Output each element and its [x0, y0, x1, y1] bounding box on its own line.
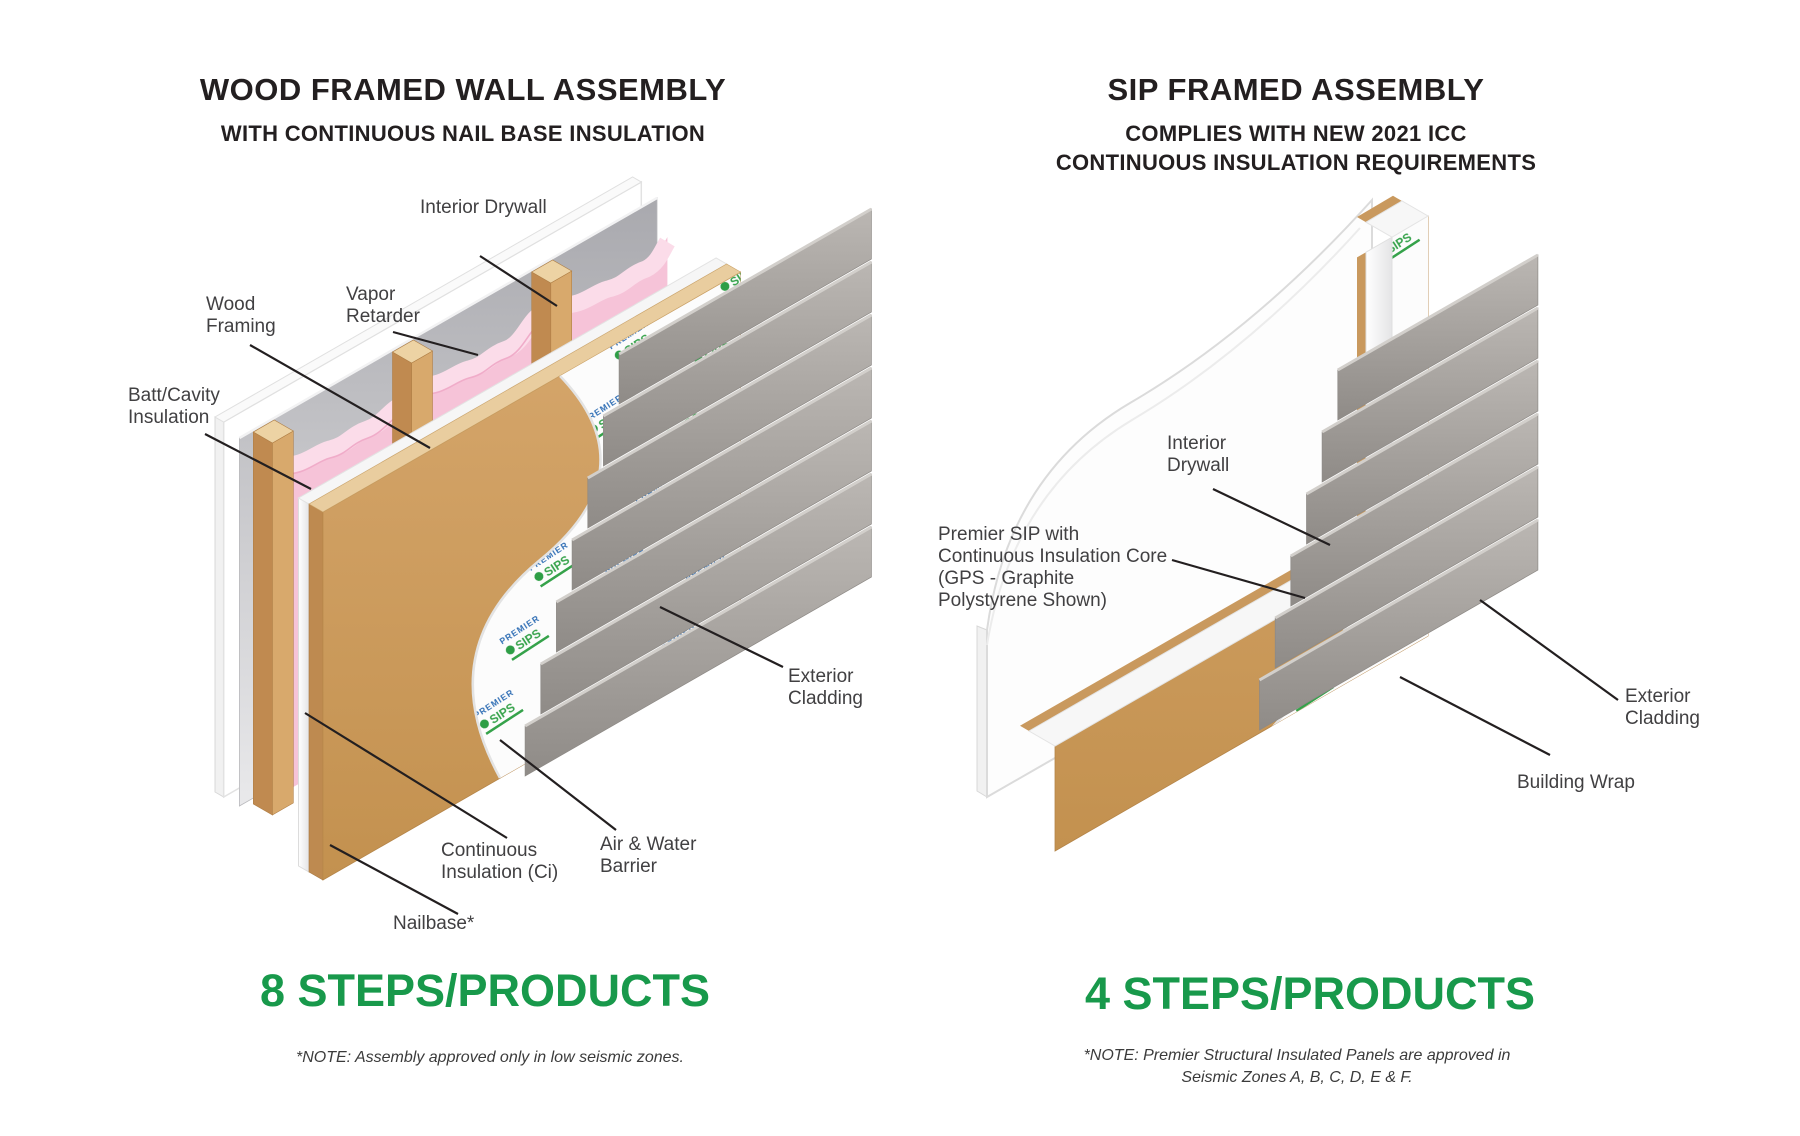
leader-interior-drywall: [479, 255, 558, 307]
label-interior-drywall-right: Interior Drywall: [1167, 433, 1230, 477]
leader-air-water-barrier: [499, 739, 617, 831]
label-building-wrap: Building Wrap: [1517, 772, 1635, 793]
left-subtitle: WITH CONTINUOUS NAIL BASE INSULATION: [220, 121, 706, 146]
leader-exterior-cladding: [1479, 599, 1619, 701]
label-continuous-insulation: Continuous Insulation (Ci): [441, 840, 559, 884]
label-exterior-cladding-right: Exterior Cladding: [1625, 686, 1700, 730]
leader-batt-cavity: [204, 433, 312, 490]
leader-lines-right: [1171, 488, 1619, 756]
leader-premier-sip: [1171, 558, 1306, 600]
leader-continuous-insulation: [304, 712, 508, 839]
layer-exterior-cladding: [1258, 253, 1539, 731]
right-title: SIP FRAMED ASSEMBLY: [1107, 72, 1485, 107]
leader-wood-framing: [249, 344, 431, 449]
left-title: WOOD FRAMED WALL ASSEMBLY: [199, 72, 727, 107]
leader-interior-drywall: [1212, 488, 1331, 546]
right-note: *NOTE: Premier Structural Insulated Pane…: [1083, 1047, 1511, 1086]
right-subtitle: COMPLIES WITH NEW 2021 ICC CONTINUOUS IN…: [1055, 121, 1537, 175]
diagram-wood-framed: [204, 176, 873, 915]
label-wood-framing: Wood Framing: [206, 294, 276, 338]
label-nailbase: Nailbase*: [393, 913, 475, 934]
leader-vapor-retarder: [392, 330, 479, 357]
diagram-sip-framed: [976, 195, 1619, 852]
left-steps-count: 8 STEPS/PRODUCTS: [259, 965, 711, 1016]
label-batt-cavity-insulation: Batt/Cavity Insulation: [128, 385, 220, 429]
leader-exterior-cladding: [659, 606, 784, 668]
label-interior-drywall-left: Interior Drywall: [420, 197, 547, 218]
leader-lines-left: [204, 255, 784, 915]
label-premier-sip-core: Premier SIP with Continuous Insulation C…: [938, 524, 1168, 612]
right-steps-count: 4 STEPS/PRODUCTS: [1084, 968, 1536, 1019]
leader-nailbase: [329, 844, 459, 915]
label-air-water-barrier: Air & Water Barrier: [600, 834, 697, 878]
layer-interior-drywall: [976, 197, 1373, 799]
left-note: *NOTE: Assembly approved only in low sei…: [296, 1049, 684, 1066]
label-exterior-cladding-left: Exterior Cladding: [788, 666, 863, 710]
layer-exterior-cladding: [524, 207, 873, 777]
leader-building-wrap: [1399, 676, 1551, 756]
label-vapor-retarder: Vapor Retarder: [346, 284, 420, 328]
